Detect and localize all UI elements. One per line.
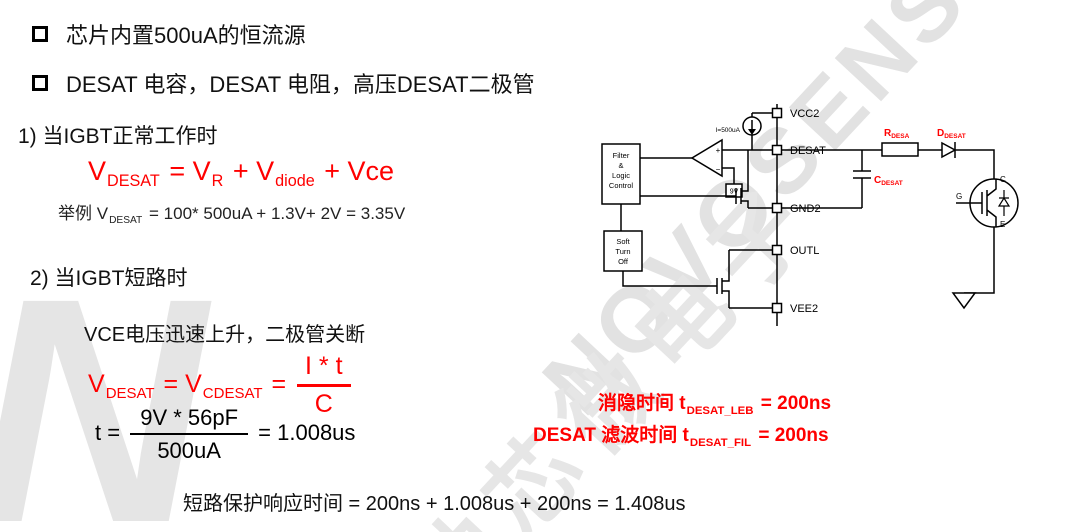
igbt-emitter-label: E [1000, 220, 1005, 229]
bullet-text: 芯片内置500uA的恒流源 [66, 23, 306, 48]
bullet-text: DESAT 电容，DESAT 电阻，高压DESAT二极管 [66, 72, 535, 97]
circuit-wires [601, 104, 1019, 326]
response-time-summary: 短路保护响应时间 = 200ns + 1.008us + 200ns = 1.4… [183, 493, 686, 515]
comparator-minus-label: − [716, 165, 721, 174]
pin-desat [771, 144, 783, 156]
current-source-label: I=500uA [716, 127, 741, 134]
soft-block-line: Soft [616, 237, 630, 246]
formula-vdesat-normal: VDESAT = VR + Vdiode + Vce [88, 156, 395, 191]
desat-circuit-diagram: VCC2 DESAT GND2 OUTL VEE2 I=500uA + − 9V… [601, 104, 1019, 326]
pin-label-desat: DESAT [790, 145, 826, 157]
section2-heading: 2) 当IGBT短路时 [30, 267, 188, 290]
bullet-item-desat-components: DESAT 电容，DESAT 电阻，高压DESAT二极管 [32, 67, 535, 99]
filter-block-line: Control [609, 181, 634, 190]
pin-gnd2 [771, 202, 783, 214]
filter-logic-block [601, 143, 641, 205]
formula-part: = V [169, 156, 211, 186]
formula-part: V [88, 156, 107, 186]
ground-icon [951, 292, 977, 310]
square-bullet-icon [32, 26, 48, 42]
example-line: 举例 VDESAT = 100* 500uA + 1.3V+ 2V = 3.35… [58, 204, 406, 227]
bullet-item-constant-current: 芯片内置500uA的恒流源 [32, 18, 535, 50]
pin-vcc2 [771, 107, 783, 119]
diode-ddesat-icon [941, 141, 957, 159]
pin-outl [771, 244, 783, 256]
pin-label-outl: OUTL [790, 245, 819, 257]
filter-block-line: Filter [613, 151, 630, 160]
pin-vee2 [771, 302, 783, 314]
pin-squares [771, 107, 783, 314]
ref-9v-label: 9V [730, 189, 739, 196]
soft-block-line: Off [618, 257, 629, 266]
igbt-gate-label: G [956, 192, 962, 201]
formula-part: + Vce [324, 156, 395, 186]
rdesat-label: RDESA [884, 128, 910, 140]
square-bullet-icon [32, 75, 48, 91]
soft-block-line: Turn [615, 247, 630, 256]
mosfet-q2-icon [622, 249, 777, 309]
pin-label-gnd2: GND2 [790, 203, 821, 215]
comparator-plus-label: + [716, 146, 721, 155]
pin-label-vee2: VEE2 [790, 303, 818, 315]
fraction-time: 9V * 56pF 500uA [130, 405, 249, 464]
ddesat-label: DDESAT [937, 128, 966, 140]
cdesat-label: CDESAT [874, 175, 903, 187]
formula-vdesat-short: VDESAT = VCDESAT = I * t C [88, 352, 355, 419]
comparator-icon [690, 138, 723, 178]
pin-label-vcc2: VCC2 [790, 108, 819, 120]
circuit-labels: VCC2 DESAT GND2 OUTL VEE2 I=500uA + − 9V… [609, 108, 1006, 315]
current-source-arrow-icon [748, 129, 756, 135]
mosfet-q1-icon [640, 150, 749, 208]
section1-heading: 1) 当IGBT正常工作时 [18, 125, 218, 148]
resistor-rdesat-icon [881, 142, 919, 157]
blanking-time-line: 消隐时间 tDESAT_LEB = 200ns [598, 393, 832, 417]
novosense-logo-n: N [0, 250, 206, 532]
igbt-collector-label: C [1000, 175, 1006, 184]
bullet-list: 芯片内置500uA的恒流源 DESAT 电容，DESAT 电阻，高压DESAT二… [32, 18, 535, 116]
capacitor-cdesat-icon [853, 150, 871, 208]
fraction-it-over-c: I * t C [297, 352, 351, 419]
formula-time: t = 9V * 56pF 500uA = 1.008us [95, 405, 356, 464]
filter-time-line: DESAT 滤波时间 tDESAT_FIL = 200ns [533, 425, 829, 449]
soft-turn-off-block [603, 230, 643, 272]
filter-block-line: & [618, 161, 623, 170]
filter-block-line: Logic [612, 171, 630, 180]
formula-part: + V [232, 156, 275, 186]
vce-rise-line: VCE电压迅速上升，二极管关断 [84, 324, 366, 346]
